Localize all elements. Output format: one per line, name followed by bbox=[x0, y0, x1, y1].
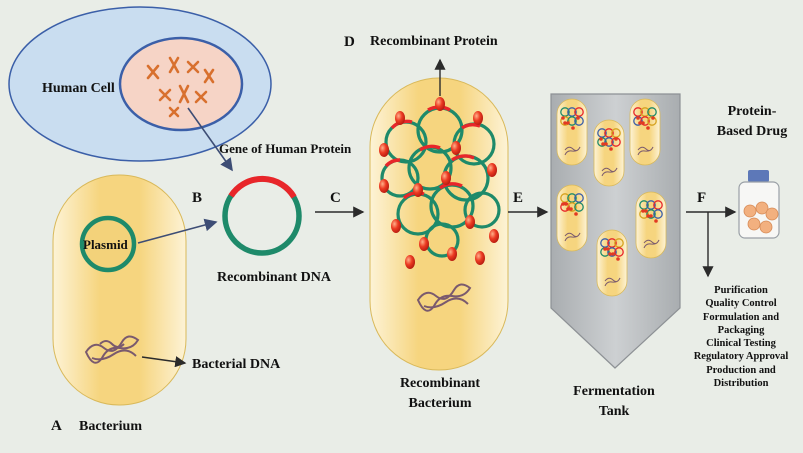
drug-label-2: Based Drug bbox=[716, 124, 788, 139]
drug-label-1: Protein- bbox=[727, 104, 777, 119]
bacterial-dna-coil bbox=[84, 335, 140, 364]
downstream-step: Regulatory Approval bbox=[693, 351, 789, 363]
mini-bacterium bbox=[556, 184, 588, 252]
gene-arrow bbox=[187, 107, 233, 172]
gene-label: Gene of Human Protein bbox=[219, 141, 352, 156]
plasmid bbox=[79, 215, 137, 273]
downstream-step: Purification bbox=[714, 285, 768, 296]
step-c: C bbox=[330, 190, 341, 206]
mini-bacterium bbox=[629, 98, 661, 166]
recombinant-bacterium-label-2: Bacterium bbox=[408, 396, 472, 411]
protein-droplets bbox=[379, 97, 499, 269]
bacterium-label: Bacterium bbox=[79, 419, 142, 434]
chromosomes bbox=[146, 56, 215, 118]
step-e: E bbox=[513, 190, 524, 206]
plasmid-label: Plasmid bbox=[83, 237, 128, 252]
bacterial-dna-arrow bbox=[141, 356, 187, 368]
human-cell-label: Human Cell bbox=[42, 81, 115, 96]
downstream-steps-list: Purification Quality Control Formulation… bbox=[694, 284, 789, 390]
mini-bacterium bbox=[556, 98, 588, 166]
plasmid-arrow bbox=[137, 218, 218, 244]
human-cell bbox=[8, 6, 272, 162]
drug-bottle bbox=[738, 170, 780, 239]
downstream-step: Quality Control bbox=[705, 298, 777, 310]
bacterium bbox=[52, 174, 187, 406]
recombinant-dna-ring bbox=[222, 175, 302, 256]
mini-bacterium bbox=[635, 191, 667, 259]
fermentation-label-2: Tank bbox=[598, 404, 630, 419]
bacterial-dna-label: Bacterial DNA bbox=[192, 357, 281, 372]
recombinant-dna-coil bbox=[416, 283, 472, 312]
recombinant-bacterium-label-1: Recombinant bbox=[399, 376, 481, 391]
recombinant-dna-label: Recombinant DNA bbox=[217, 270, 331, 285]
step-a: A bbox=[51, 418, 62, 434]
nucleus bbox=[118, 36, 244, 132]
step-f: F bbox=[697, 190, 707, 206]
step-d: D bbox=[344, 34, 355, 50]
downstream-step: Formulation and bbox=[702, 311, 780, 323]
step-b: B bbox=[192, 190, 203, 206]
recombinant-bacterium bbox=[369, 77, 509, 371]
mini-bacterium bbox=[593, 119, 625, 187]
fermentation-label-1: Fermentation bbox=[573, 384, 655, 399]
downstream-step: Production and bbox=[706, 364, 776, 376]
downstream-step: Clinical Testing bbox=[706, 338, 776, 350]
downstream-step: Packaging bbox=[717, 324, 765, 336]
recombinant-protein-label: Recombinant Protein bbox=[370, 34, 498, 49]
mini-bacterium bbox=[596, 229, 628, 297]
downstream-step: Distribution bbox=[713, 378, 769, 390]
